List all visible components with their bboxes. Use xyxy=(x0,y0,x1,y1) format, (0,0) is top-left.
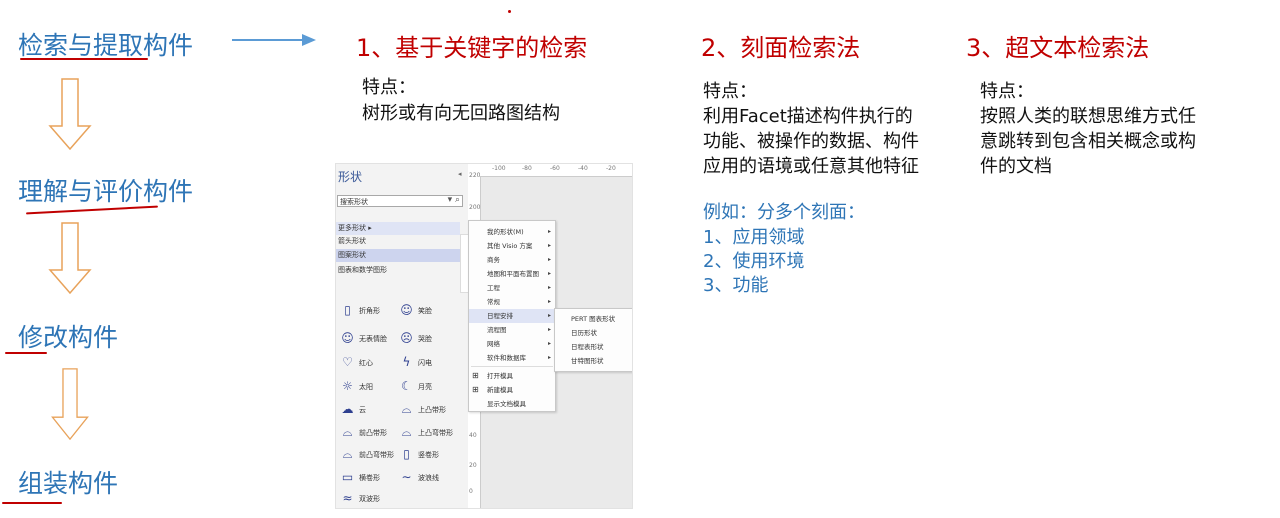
stray-dot xyxy=(508,10,511,13)
menu-item-show-doc-stencil[interactable]: 显示文档模具 xyxy=(487,400,526,408)
ribbon-icon: ⌓ xyxy=(401,402,412,416)
category-more-shapes[interactable]: 更多形状 ▸ xyxy=(336,222,460,235)
method-1-feature-label: 特点： xyxy=(362,77,416,98)
category-math[interactable]: 图表和数学图形 xyxy=(338,266,387,274)
double-wave-icon: ≈ xyxy=(342,491,353,505)
ruler-tick: 40 xyxy=(469,432,477,439)
smiley-icon: ☺ xyxy=(400,303,413,317)
menu-item-my-shapes[interactable]: 我的形状(M)▸ xyxy=(487,228,551,236)
lightning-icon: ϟ xyxy=(402,355,411,369)
ruler-tick: 20 xyxy=(469,462,477,469)
cloud-icon: ☁ xyxy=(341,402,354,416)
moon-icon: ☾ xyxy=(401,379,412,393)
curved-ribbon-icon: ⌓ xyxy=(342,447,353,461)
ribbon-icon: ⌓ xyxy=(342,425,353,439)
ruler-tick: 0 xyxy=(469,488,473,495)
menu-item-maps[interactable]: 地图和平面布置图▸ xyxy=(487,270,551,278)
down-arrow-3 xyxy=(51,368,89,440)
neutral-face-icon: ☺ xyxy=(341,331,354,345)
underline-modify xyxy=(5,352,47,354)
menu-item-engineering[interactable]: 工程▸ xyxy=(487,284,551,292)
underline-assemble xyxy=(2,502,62,504)
flow-step-modify: 修改构件 xyxy=(18,323,119,352)
submenu-item-gantt[interactable]: 甘特图形状 xyxy=(571,357,604,365)
method-2-feature-line-1: 利用Facet描述构件执行的 xyxy=(703,106,913,127)
flow-step-assemble: 组装构件 xyxy=(18,469,119,498)
menu-item-open-stencil[interactable]: ⊞打开模具 xyxy=(469,369,555,383)
ruler-tick: -60 xyxy=(550,165,560,172)
shape-search-placeholder: 搜索形状 xyxy=(340,198,368,206)
search-icon[interactable]: ▾ ⌕ xyxy=(447,195,460,205)
flow-step-retrieve: 检索与提取构件 xyxy=(18,31,194,60)
schedule-submenu: PERT 图表形状 日历形状 日程表形状 甘特图形状 xyxy=(554,308,632,372)
right-arrow xyxy=(232,34,316,46)
curved-ribbon-icon: ⌓ xyxy=(401,425,412,439)
method-1-title: 1、基于关键字的检索 xyxy=(356,34,588,62)
method-2-example-3: 3、功能 xyxy=(703,275,769,296)
more-shapes-menu: 我的形状(M)▸ 其他 Visio 方案▸ 商务▸ 地图和平面布置图▸ 工程▸ … xyxy=(468,220,556,412)
menu-item-schedule[interactable]: 日程安排▸ xyxy=(469,309,555,323)
ruler-tick: 220 xyxy=(469,172,481,179)
ruler-tick: 200 xyxy=(469,204,481,211)
menu-item-other-visio[interactable]: 其他 Visio 方案▸ xyxy=(487,242,551,250)
method-2-title: 2、刻面检索法 xyxy=(701,34,861,62)
method-3-feature-line-2: 意跳转到包含相关概念或构 xyxy=(980,131,1196,152)
method-1-feature-text: 树形或有向无回路图结构 xyxy=(362,103,560,124)
ruler-tick: -80 xyxy=(522,165,532,172)
method-3-feature-label: 特点： xyxy=(980,81,1034,102)
method-2-example-1: 1、应用领域 xyxy=(703,227,805,248)
shapes-panel: 形状 ◂ 搜索形状 ▾ ⌕ 更多形状 ▸ 箭头形状 图案形状 图表和数学图形 ▯… xyxy=(336,164,469,508)
menu-item-software[interactable]: 软件和数据库▸ xyxy=(487,354,551,362)
sad-face-icon: ☹ xyxy=(400,331,413,345)
menu-item-general[interactable]: 常规▸ xyxy=(487,298,551,306)
category-patterns[interactable]: 图案形状 xyxy=(336,249,460,262)
ruler-tick: -40 xyxy=(578,165,588,172)
method-3-feature-line-1: 按照人类的联想思维方式任 xyxy=(980,106,1196,127)
flow-step-understand: 理解与评价构件 xyxy=(18,177,194,206)
menu-item-flowchart[interactable]: 流程图▸ xyxy=(487,326,551,334)
horizontal-ruler: -100 -80 -60 -40 -20 xyxy=(480,164,632,177)
menu-item-business[interactable]: 商务▸ xyxy=(487,256,551,264)
submenu-item-timeline[interactable]: 日程表形状 xyxy=(571,343,604,351)
down-arrow-2 xyxy=(48,222,92,294)
method-2-feature-line-2: 功能、被操作的数据、构件 xyxy=(703,131,919,152)
method-2-feature-label: 特点： xyxy=(703,81,757,102)
submenu-item-pert[interactable]: PERT 图表形状 xyxy=(571,315,616,323)
method-2-example-title: 例如：分多个刻面： xyxy=(703,202,865,223)
scroll-icon: ▭ xyxy=(341,470,354,484)
open-stencil-icon: ⊞ xyxy=(472,371,479,380)
ruler-tick: -20 xyxy=(606,165,616,172)
sun-icon: ☼ xyxy=(342,379,353,393)
down-arrow-1 xyxy=(48,78,92,150)
menu-separator xyxy=(471,366,553,367)
wave-icon: ∼ xyxy=(401,470,412,484)
new-stencil-icon: ⊞ xyxy=(472,385,479,394)
underline-retrieve xyxy=(20,58,148,60)
ruler-tick: -100 xyxy=(492,165,506,172)
method-3-feature-line-3: 件的文档 xyxy=(980,156,1052,177)
shape-search-input[interactable]: 搜索形状 ▾ ⌕ xyxy=(337,195,463,207)
method-2-feature-line-3: 应用的语境或任意其他特征 xyxy=(703,156,919,177)
method-2-example-2: 2、使用环境 xyxy=(703,251,805,272)
heart-icon: ♡ xyxy=(342,355,353,369)
visio-shapes-screenshot: 形状 ◂ 搜索形状 ▾ ⌕ 更多形状 ▸ 箭头形状 图案形状 图表和数学图形 ▯… xyxy=(335,163,633,509)
submenu-item-calendar[interactable]: 日历形状 xyxy=(571,329,597,337)
category-arrows[interactable]: 箭头形状 xyxy=(338,237,366,245)
collapse-icon[interactable]: ◂ xyxy=(458,170,462,178)
folded-corner-icon: ▯ xyxy=(344,303,351,317)
method-3-title: 3、超文本检索法 xyxy=(966,34,1150,62)
shapes-panel-title: 形状 xyxy=(338,170,363,184)
menu-item-network[interactable]: 网络▸ xyxy=(487,340,551,348)
menu-item-new-stencil[interactable]: ⊞新建模具 xyxy=(469,383,555,397)
scroll-icon: ▯ xyxy=(403,447,410,461)
